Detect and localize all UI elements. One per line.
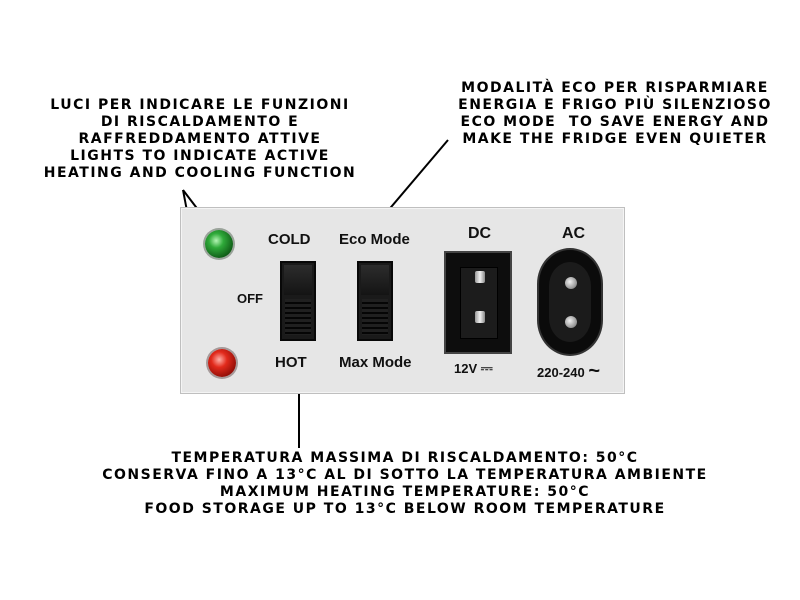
annotation-heating: TEMPERATURA MASSIMA DI RISCALDAMENTO: 50… (90, 450, 720, 518)
cold-hot-switch[interactable] (280, 261, 316, 341)
annotation-line: TEMPERATURA MASSIMA DI RISCALDAMENTO: 50… (171, 450, 639, 466)
dc-symbol-icon: ⎓ (480, 360, 493, 377)
cold-label: COLD (268, 231, 311, 248)
hot-label: HOT (275, 354, 307, 371)
ac-voltage-label: 220-240 ~ (537, 360, 600, 383)
ac-socket-icon[interactable] (537, 248, 603, 356)
annotation-line: LUCI PER INDICARE LE FUNZIONI (50, 97, 350, 113)
switch-top (361, 265, 389, 295)
annotation-line: HEATING AND COOLING FUNCTION (43, 165, 357, 181)
eco-max-switch[interactable] (357, 261, 393, 341)
ac-pin-icon (565, 316, 577, 328)
off-label: OFF (237, 291, 263, 306)
annotation-line: MODALITÀ ECO PER RISPARMIARE (461, 80, 769, 96)
annotation-line: LIGHTS TO INDICATE ACTIVE (70, 148, 330, 164)
red-led-icon (208, 349, 236, 377)
dc-pin-icon (475, 271, 485, 283)
max-mode-label: Max Mode (339, 354, 412, 371)
annotation-line: FOOD STORAGE UP TO 13°C BELOW ROOM TEMPE… (144, 501, 666, 517)
eco-mode-label: Eco Mode (339, 231, 410, 248)
ac-symbol-icon: ~ (588, 360, 601, 382)
ac-socket-inner (549, 262, 591, 342)
switch-top (284, 265, 312, 295)
annotation-line: MAKE THE FRIDGE EVEN QUIETER (462, 131, 768, 147)
dc-voltage-label: 12V ⎓ (454, 360, 493, 377)
ac-label: AC (562, 225, 586, 242)
annotation-line: ENERGIA E FRIGO PIÙ SILENZIOSO (458, 97, 772, 113)
annotation-line: RAFFREDDAMENTO ATTIVE (78, 131, 322, 147)
control-panel: COLD OFF HOT Eco Mode Max Mode DC 12V ⎓ … (180, 207, 625, 394)
switch-ridges (362, 299, 388, 335)
dc-voltage: 12V (454, 361, 478, 376)
annotation-line: CONSERVA FINO A 13°C AL DI SOTTO LA TEMP… (102, 467, 708, 483)
annotation-line: DI RISCALDAMENTO E (100, 114, 300, 130)
ac-pin-icon (565, 277, 577, 289)
ac-voltage: 220-240 (537, 365, 585, 380)
dc-socket-icon[interactable] (444, 251, 512, 354)
annotation-eco-mode: MODALITÀ ECO PER RISPARMIARE ENERGIA E F… (450, 80, 780, 148)
annotation-line: MAXIMUM HEATING TEMPERATURE: 50°C (219, 484, 591, 500)
annotation-indicator-lights: LUCI PER INDICARE LE FUNZIONI DI RISCALD… (40, 97, 360, 182)
dc-pin-icon (475, 311, 485, 323)
green-led-icon (205, 230, 233, 258)
annotation-line: ECO MODE TO SAVE ENERGY AND (460, 114, 770, 130)
dc-label: DC (468, 225, 492, 242)
switch-ridges (285, 299, 311, 335)
